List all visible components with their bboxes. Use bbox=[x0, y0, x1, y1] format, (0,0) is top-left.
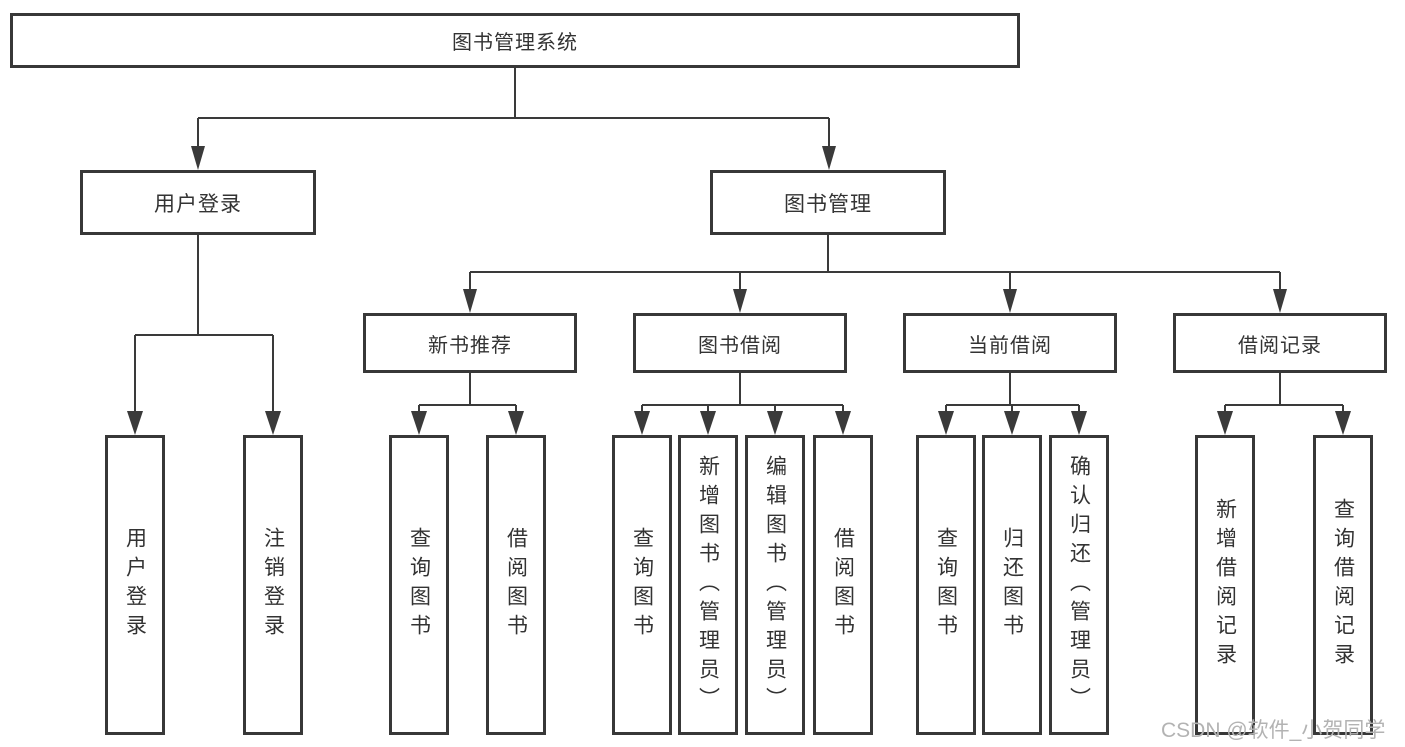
node-book-borrow: 图书借阅 bbox=[633, 313, 847, 373]
leaf-label: 用户登录 bbox=[123, 527, 147, 643]
leaf-current-query-books: 查询图书 bbox=[916, 435, 976, 735]
node-root-system: 图书管理系统 bbox=[10, 13, 1020, 68]
leaf-label: 编辑图书（管理员） bbox=[763, 454, 787, 716]
leaf-label: 查询借阅记录 bbox=[1331, 498, 1355, 672]
leaf-user-login: 用户登录 bbox=[105, 435, 165, 735]
leaf-recommend-borrow-books: 借阅图书 bbox=[486, 435, 546, 735]
leaf-records-query-record: 查询借阅记录 bbox=[1313, 435, 1373, 735]
leaf-label: 借阅图书 bbox=[831, 527, 855, 643]
leaf-borrow-query-books: 查询图书 bbox=[612, 435, 672, 735]
leaf-recommend-query-books: 查询图书 bbox=[389, 435, 449, 735]
node-new-book-recommend: 新书推荐 bbox=[363, 313, 577, 373]
node-book-management: 图书管理 bbox=[710, 170, 946, 235]
leaf-label: 查询图书 bbox=[407, 527, 431, 643]
leaf-label: 确认归还（管理员） bbox=[1067, 454, 1091, 716]
leaf-label: 新增借阅记录 bbox=[1213, 498, 1237, 672]
leaf-borrow-add-books-admin: 新增图书（管理员） bbox=[678, 435, 738, 735]
connector-new-book-children bbox=[418, 373, 517, 415]
connector-book-borrow-children bbox=[641, 373, 844, 415]
arrowheads bbox=[127, 146, 1351, 435]
leaf-borrow-borrow-books: 借阅图书 bbox=[813, 435, 873, 735]
csdn-watermark: CSDN @软件_小贺同学 bbox=[1161, 719, 1386, 742]
leaf-label: 新增图书（管理员） bbox=[696, 454, 720, 716]
connector-user-login-children bbox=[134, 235, 274, 415]
connector-book-mgmt-children bbox=[469, 235, 1281, 293]
node-current-borrow: 当前借阅 bbox=[903, 313, 1117, 373]
leaf-label: 查询图书 bbox=[630, 527, 654, 643]
leaf-borrow-edit-books-admin: 编辑图书（管理员） bbox=[745, 435, 805, 735]
node-borrow-records: 借阅记录 bbox=[1173, 313, 1387, 373]
leaf-label: 借阅图书 bbox=[504, 527, 528, 643]
leaf-records-add-record: 新增借阅记录 bbox=[1195, 435, 1255, 735]
leaf-label: 注销登录 bbox=[261, 527, 285, 643]
node-user-login: 用户登录 bbox=[80, 170, 316, 235]
connector-records-children bbox=[1224, 373, 1344, 415]
leaf-current-confirm-return-admin: 确认归还（管理员） bbox=[1049, 435, 1109, 735]
connector-root-to-level2 bbox=[197, 68, 830, 150]
leaf-current-return-books: 归还图书 bbox=[982, 435, 1042, 735]
connector-current-borrow-children bbox=[945, 373, 1080, 415]
leaf-logout: 注销登录 bbox=[243, 435, 303, 735]
leaf-label: 查询图书 bbox=[934, 527, 958, 643]
leaf-label: 归还图书 bbox=[1000, 527, 1024, 643]
